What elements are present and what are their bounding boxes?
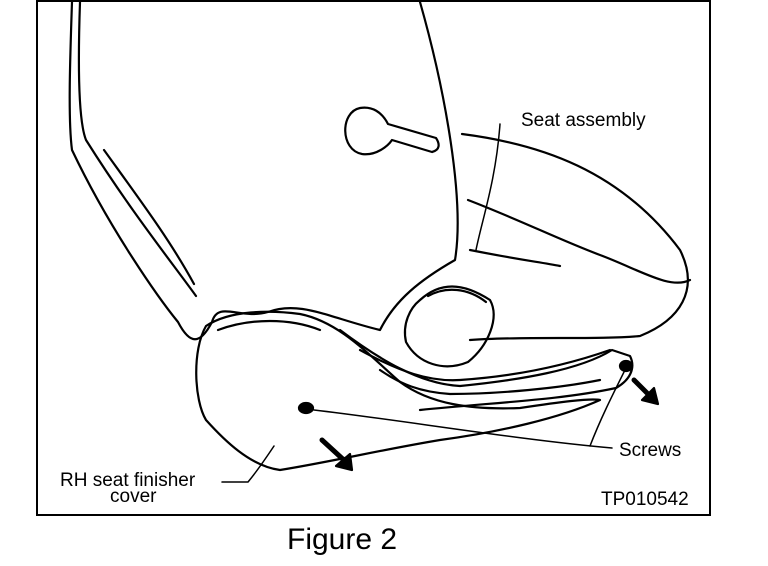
label-screws: Screws xyxy=(619,440,682,461)
screw-icon xyxy=(618,359,634,373)
figure-caption: Figure 2 xyxy=(287,523,398,556)
label-finisher-line1: RH seat finisher xyxy=(60,470,196,491)
seat-cushion-line xyxy=(468,248,562,268)
recliner-lever xyxy=(344,106,440,156)
leader-screws-left xyxy=(313,409,613,449)
seat-back-edge xyxy=(77,0,198,298)
leader-screws-right xyxy=(589,371,625,447)
seat-cushion-outline xyxy=(460,132,689,342)
figure-code: TP010542 xyxy=(601,489,689,510)
seat-back-outline xyxy=(68,0,459,341)
side-block xyxy=(403,285,495,368)
seat-back-seam xyxy=(102,148,196,286)
label-finisher-line2: cover xyxy=(110,486,157,507)
seat-cushion-front xyxy=(466,198,692,284)
arrow-icon xyxy=(319,437,354,472)
seat-rail xyxy=(338,328,634,412)
seat-rail-inner xyxy=(358,348,612,382)
finisher-cover xyxy=(195,310,602,472)
label-seat-assembly: Seat assembly xyxy=(521,110,646,131)
side-block-top xyxy=(426,288,488,304)
figure-frame xyxy=(36,0,711,516)
leader-finisher xyxy=(221,445,275,483)
arrow-icon xyxy=(631,377,660,406)
screw-icon xyxy=(297,401,315,415)
leader-seat-assembly xyxy=(475,123,501,251)
finisher-cover-top xyxy=(216,319,322,332)
